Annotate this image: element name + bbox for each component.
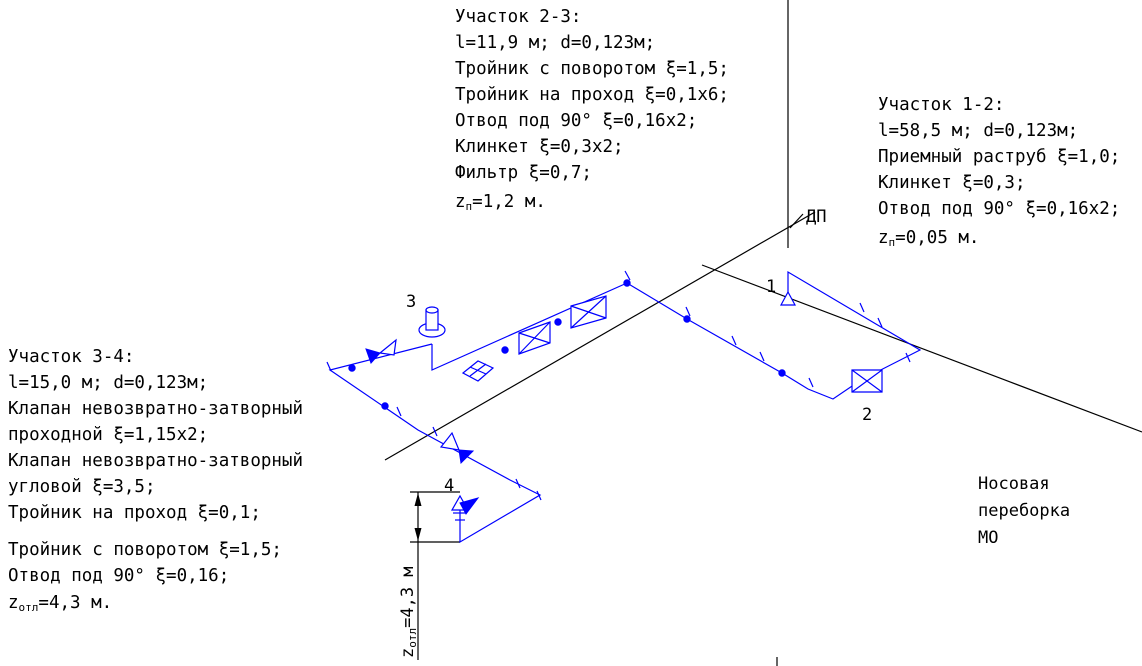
- gate-valve: [518, 321, 551, 355]
- pump-suction: [418, 306, 446, 338]
- bulkhead-label-line: Носовая: [978, 474, 1050, 494]
- joint-mark: [877, 317, 883, 328]
- pump-top-icon: [425, 306, 439, 314]
- joint-mark: [326, 361, 332, 372]
- section-3-4-notes: Участок 3-4: l=15,0 м; d=0,123м; Клапан …: [8, 347, 303, 614]
- junction-dot: [554, 318, 562, 326]
- joint-mark: [808, 377, 814, 388]
- pipe-run-2-3: [431, 282, 862, 400]
- note-line: Участок 3-4:: [8, 347, 134, 367]
- check-valve: [365, 338, 397, 364]
- note-line: Отвод под 90° ξ=0,16х2;: [455, 111, 697, 131]
- section-2-3-notes: Участок 2-3: l=11,9 м; d=0,123м; Тройник…: [455, 7, 729, 213]
- check-valve-icon: [365, 348, 381, 364]
- node-4-label: 4: [444, 476, 454, 496]
- note-line: l=15,0 м; d=0,123м;: [8, 373, 208, 393]
- note-line: Клинкет ξ=0,3х2;: [455, 137, 624, 157]
- joint-mark: [685, 306, 691, 317]
- note-line: Участок 1-2:: [878, 95, 1004, 115]
- junction-dot: [683, 315, 691, 323]
- pipe-joints: [326, 270, 911, 501]
- joint-mark: [759, 351, 765, 362]
- gate-valve: [570, 295, 607, 329]
- joint-mark: [905, 352, 911, 363]
- note-line: Тройник на проход ξ=0,1;: [8, 503, 261, 523]
- bulkhead-label-line: переборка: [978, 501, 1070, 521]
- intake-bell-icon: [779, 290, 797, 306]
- note-line: Отвод под 90° ξ=0,16х2;: [878, 199, 1120, 219]
- bulkhead-label: Носовая переборка МО: [978, 474, 1070, 548]
- note-line: Отвод под 90° ξ=0,16;: [8, 566, 229, 586]
- check-valve: [439, 431, 475, 465]
- reference-lines: [384, 0, 1142, 666]
- dp-axis-line: [384, 211, 816, 461]
- note-z-line: zотл=4,3 м.: [8, 593, 112, 614]
- node-3-label: 3: [406, 292, 416, 312]
- pipeline: [326, 270, 922, 544]
- joint-mark: [396, 406, 402, 417]
- joint-mark: [624, 270, 631, 281]
- junction-dots: [348, 279, 786, 410]
- note-line: Клапан невозвратно-затворный: [8, 399, 303, 419]
- angle-valve-icon: [459, 497, 480, 515]
- filter: [461, 360, 495, 382]
- angle-valve: [450, 494, 480, 521]
- note-line: Тройник на проход ξ=0,1х6;: [455, 85, 729, 105]
- joint-mark: [432, 426, 438, 437]
- bulkhead-label-line: МО: [978, 528, 998, 548]
- note-line: l=11,9 м; d=0,123м;: [455, 33, 655, 53]
- node-2-label: 2: [862, 405, 872, 425]
- pipe-run-3-4: [328, 343, 542, 544]
- height-dimension: zотл=4,3 м: [398, 491, 460, 660]
- junction-dot: [348, 364, 356, 372]
- note-line: Клапан невозвратно-затворный: [8, 451, 303, 471]
- note-line: Фильтр ξ=0,7;: [455, 163, 592, 183]
- junction-dot: [381, 402, 389, 410]
- intake-bell: [779, 290, 797, 306]
- junction-dot: [623, 279, 631, 287]
- pipe-run-1-2: [787, 270, 922, 381]
- junction-dot: [778, 369, 786, 377]
- note-z-line: zп=0,05 м.: [878, 228, 979, 249]
- dp-label: ДП: [806, 207, 826, 227]
- dim-label: zотл=4,3 м: [398, 566, 419, 658]
- gate-valve: [851, 369, 883, 393]
- dp-leader-line: [789, 213, 804, 229]
- check-valve-icon: [458, 449, 475, 465]
- note-line: Участок 2-3:: [455, 7, 581, 27]
- section-1-2-notes: Участок 1-2: l=58,5 м; d=0,123м; Приемны…: [878, 95, 1120, 249]
- dim-arrow-down: [414, 528, 422, 541]
- joint-mark: [536, 490, 542, 501]
- note-line: проходной ξ=1,15х2;: [8, 425, 208, 445]
- junction-dot: [501, 346, 509, 354]
- note-line: Приемный раструб ξ=1,0;: [878, 147, 1120, 167]
- check-valve-icon: [378, 338, 397, 356]
- note-line: Тройник с поворотом ξ=1,5;: [455, 59, 729, 79]
- note-line: Тройник с поворотом ξ=1,5;: [8, 540, 282, 560]
- note-z-line: zп=1,2 м.: [455, 192, 546, 213]
- check-valve-icon: [439, 431, 460, 451]
- joint-mark: [859, 302, 865, 313]
- note-line: Клинкет ξ=0,3;: [878, 173, 1026, 193]
- note-line: l=58,5 м; d=0,123м;: [878, 121, 1078, 141]
- dim-arrow-up: [414, 493, 422, 506]
- joint-mark: [731, 335, 737, 346]
- node-1-label: 1: [766, 277, 776, 297]
- note-line: угловой ξ=3,5;: [8, 477, 156, 497]
- joint-mark: [515, 478, 521, 489]
- bulkhead-line: [701, 264, 1142, 433]
